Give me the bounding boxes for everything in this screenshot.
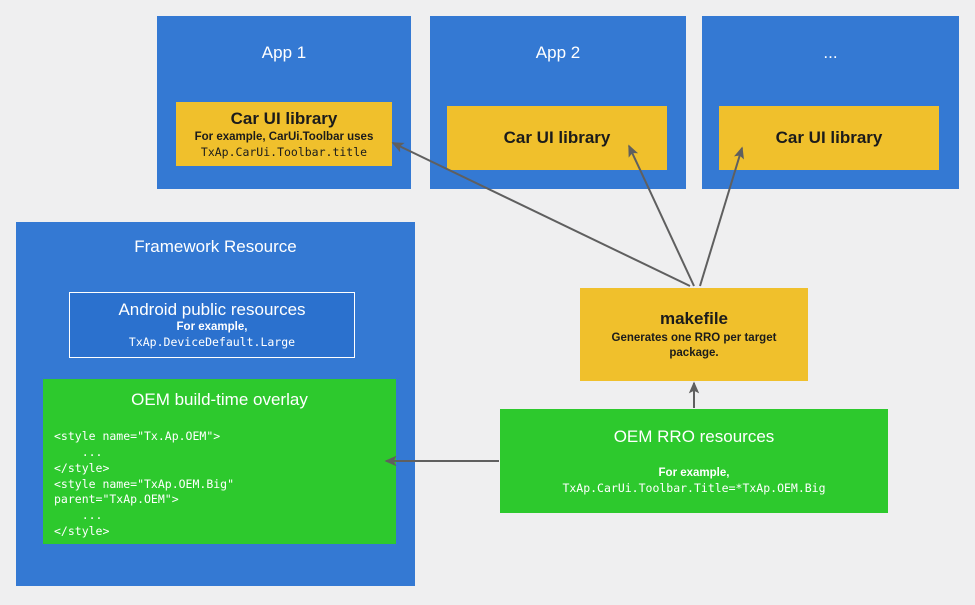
oem-build-time-overlay-code: <style name="Tx.Ap.OEM"> ... </style> <s… — [54, 429, 235, 539]
oem-rro-resources-subtitle: For example, — [658, 467, 730, 479]
makefile-subtitle: Generates one RRO per target package. — [611, 332, 777, 360]
app-1-car-ui-library: Car UI library For example, CarUi.Toolba… — [176, 102, 392, 166]
android-public-resources-title: Android public resources — [118, 300, 306, 320]
oem-build-time-overlay-box: OEM build-time overlay <style name="Tx.A… — [43, 379, 396, 544]
app-1-label: App 1 — [261, 43, 307, 62]
app-1-container: App 1 Car UI library For example, CarUi.… — [157, 16, 411, 189]
android-public-resources-code: TxAp.DeviceDefault.Large — [128, 335, 296, 350]
framework-resource-label: Framework Resource — [134, 237, 297, 256]
app-more-library-title: Car UI library — [775, 128, 883, 148]
oem-rro-resources-code: TxAp.CarUi.Toolbar.Title=*TxAp.OEM.Big — [562, 481, 826, 495]
app-1-library-code: TxAp.CarUi.Toolbar.title — [200, 144, 368, 159]
app-more-car-ui-library: Car UI library — [719, 106, 939, 170]
app-more-label: ... — [823, 43, 838, 62]
app-1-library-subtitle: For example, CarUi.Toolbar uses — [194, 130, 374, 143]
framework-resource-container: Framework Resource Android public resour… — [16, 222, 415, 586]
app-2-label: App 2 — [535, 43, 581, 62]
app-2-car-ui-library: Car UI library — [447, 106, 667, 170]
oem-rro-resources-title: OEM RRO resources — [613, 427, 775, 446]
app-more-container: ... Car UI library — [702, 16, 959, 189]
android-public-resources-box: Android public resources For example, Tx… — [69, 292, 355, 358]
app-1-library-title: Car UI library — [230, 108, 338, 128]
app-2-library-title: Car UI library — [503, 128, 611, 148]
app-2-container: App 2 Car UI library — [430, 16, 686, 189]
oem-build-time-overlay-title: OEM build-time overlay — [131, 390, 308, 409]
makefile-title: makefile — [659, 308, 729, 328]
makefile-box: makefile Generates one RRO per target pa… — [580, 288, 808, 381]
oem-rro-resources-box: OEM RRO resources For example, TxAp.CarU… — [500, 409, 888, 513]
android-public-resources-subtitle: For example, — [176, 321, 248, 334]
